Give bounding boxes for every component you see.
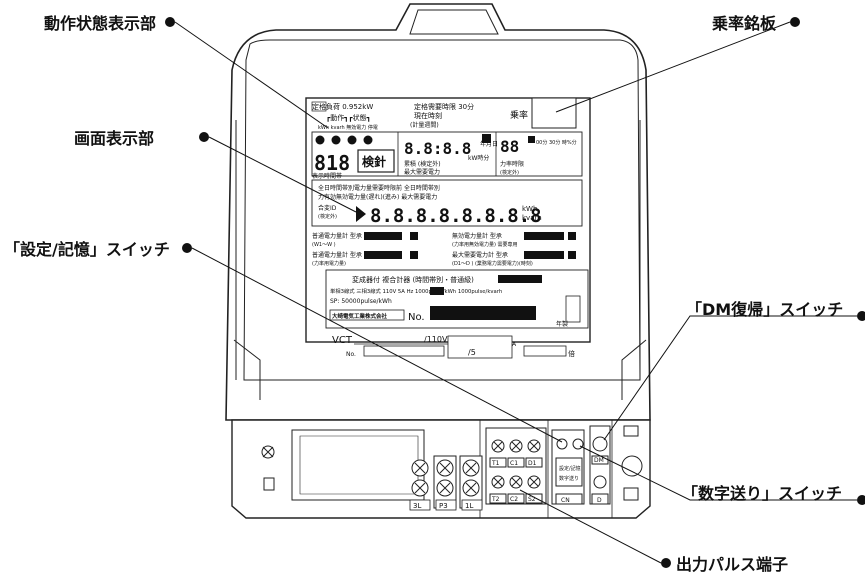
date-units: 年月日 [480, 140, 498, 148]
status-lamp-kvarh [331, 135, 341, 145]
callout-digit-advance-switch: 「数字送り」スイッチ [682, 484, 843, 503]
terminal-c2: C2 [510, 496, 518, 503]
d-connector [593, 475, 607, 489]
current-time-label: 現在時刻 [414, 111, 442, 120]
callout-screen-display: 画面表示部 [74, 129, 155, 148]
dm-label: DM [594, 457, 604, 464]
main-unit-kwh: kWh [522, 205, 537, 213]
approval-rows: 普通電力量計 型承 (W1〜W ) 普通電力量計 型承 (力率用電力量) 無効電… [312, 232, 576, 267]
id-sub: (検定外) [318, 213, 337, 220]
switch-panel [551, 425, 643, 505]
current-time-sub: (計量週間) [410, 121, 439, 129]
vct-label: VCT [332, 335, 353, 346]
serial-no-redacted [430, 306, 536, 320]
display-panel: 定格負荷 0.952kW 定格需要時限 30分 乗率 ┏動作┓┏状態┓ kWh … [305, 97, 591, 343]
max-demand-label: 最大需要電力 [404, 168, 440, 176]
main-unit-kvarh: kvarh [522, 214, 542, 222]
meter-3-label: 無効電力量計 型承 [452, 232, 502, 240]
callout-set-memory-switch: 「設定/記憶」スイッチ [4, 240, 170, 259]
demand-period: 定格需要時限 30分 [414, 102, 474, 111]
id-label: 合変ID [318, 204, 337, 212]
status-units: kWh kvarh 無効電力 停電 [318, 124, 378, 131]
terminal-p3: P3 [439, 502, 448, 510]
tier-digits: 818 [314, 151, 350, 175]
leader-lines [165, 17, 865, 568]
set-memory-label: 設定/記憶 [559, 465, 581, 472]
power-factor-label: 力率時限 [500, 160, 524, 168]
meter-4-sub: (D1〜D ) (業務電力需要電力)(時刻) [452, 260, 533, 267]
main-digits: 8.8.8.8.8.8.8.8 [370, 205, 542, 227]
sp-line: SP: 50000pulse/kWh [330, 298, 392, 305]
cumulative-label: 累積 (検定外) [404, 160, 441, 168]
vct-ratio: /110V [424, 335, 448, 344]
power-terminals: 3L P3 1L [409, 455, 483, 511]
maker-name: 大崎電気工業株式会社 [332, 312, 388, 320]
multiplier-plate [531, 97, 577, 129]
multiplier-label: 乗率 [510, 109, 528, 121]
kw-unit: kW時分 [468, 154, 489, 162]
terminal-t1: T1 [491, 460, 500, 467]
info-line-2: 力有効無効電力量(遅れ)(進み) 最大需要電力 [318, 193, 437, 201]
info-line-1: 全日時間帯別電力量需要時限前 全日時間帯別 [318, 184, 440, 192]
status-lamps [315, 135, 373, 145]
time-digits: 8.8:8.8 [404, 139, 471, 158]
year-label: 年製 [556, 320, 568, 328]
tier-label: 表示時間帯 [312, 172, 342, 180]
meter-1-label: 普通電力量計 型承 [312, 232, 362, 240]
cursor-arrow-icon [356, 206, 366, 222]
cn-label: CN [561, 497, 570, 504]
terminal-t2: T2 [491, 496, 500, 503]
power-factor-sub: (検定外) [500, 169, 519, 176]
terminal-3l: 3L [413, 502, 421, 510]
kenshin-badge: 検針 [362, 154, 386, 169]
d-label: D [597, 497, 602, 504]
meter-3-sub: (力率用無効電力量) 需要専用 [452, 241, 518, 248]
status-lamp-kwh [315, 135, 325, 145]
status-lamp-reactive [347, 135, 357, 145]
multiplier-unit: 倍 [568, 349, 575, 358]
terminal-1l: 1L [465, 502, 473, 510]
screw-icon [262, 446, 274, 458]
status-row-label: ┏動作┓┏状態┓ [326, 113, 371, 122]
terminal-s2: S2 [528, 496, 536, 503]
terminal-c1: C1 [510, 460, 518, 467]
vct-row: VCT /110V No. /5 A 倍 [332, 335, 575, 359]
serial-no-label: No. [408, 312, 425, 323]
meter-4-label: 最大需要電力計 型承 [452, 251, 508, 259]
transformer-line: 変成器付 複合計器 (時間帯別・普通級) [352, 275, 474, 284]
callout-rating-plate: 乗率銘板 [712, 14, 777, 33]
digit-advance-switch[interactable] [572, 438, 584, 450]
output-pulse-terminals [485, 427, 547, 505]
callout-output-pulse-terminal: 出力パルス端子 [676, 555, 789, 574]
amp-unit: A [512, 341, 517, 348]
callout-status-display: 動作状態表示部 [44, 14, 157, 33]
meter-2-label: 普通電力量計 型承 [312, 251, 362, 259]
status-lamp-outage [363, 135, 373, 145]
ct-ratio: /5 [468, 348, 476, 357]
side-digits: 88 [500, 137, 519, 156]
meter-1-sub: (W1〜W ) [312, 242, 336, 248]
contract-demand: 定格負荷 0.952kW [312, 102, 373, 111]
terminal-d1: D1 [528, 460, 537, 467]
vct-no-label: No. [346, 351, 356, 358]
seal-hole-icon [621, 455, 643, 477]
meter-2-sub: (力率用電力量) [312, 260, 346, 267]
side-units: 00分 30分 時%分 [536, 139, 577, 146]
callout-dm-reset-switch: 「DM復帰」スイッチ [686, 300, 844, 319]
digit-advance-label: 数字送り [559, 475, 579, 482]
dm-reset-switch[interactable] [592, 436, 608, 452]
spec-line: 単相3線式 三相3線式 110V 5A Hz 1000pulse/kWh 100… [330, 287, 502, 295]
set-memory-switch[interactable] [556, 438, 568, 450]
